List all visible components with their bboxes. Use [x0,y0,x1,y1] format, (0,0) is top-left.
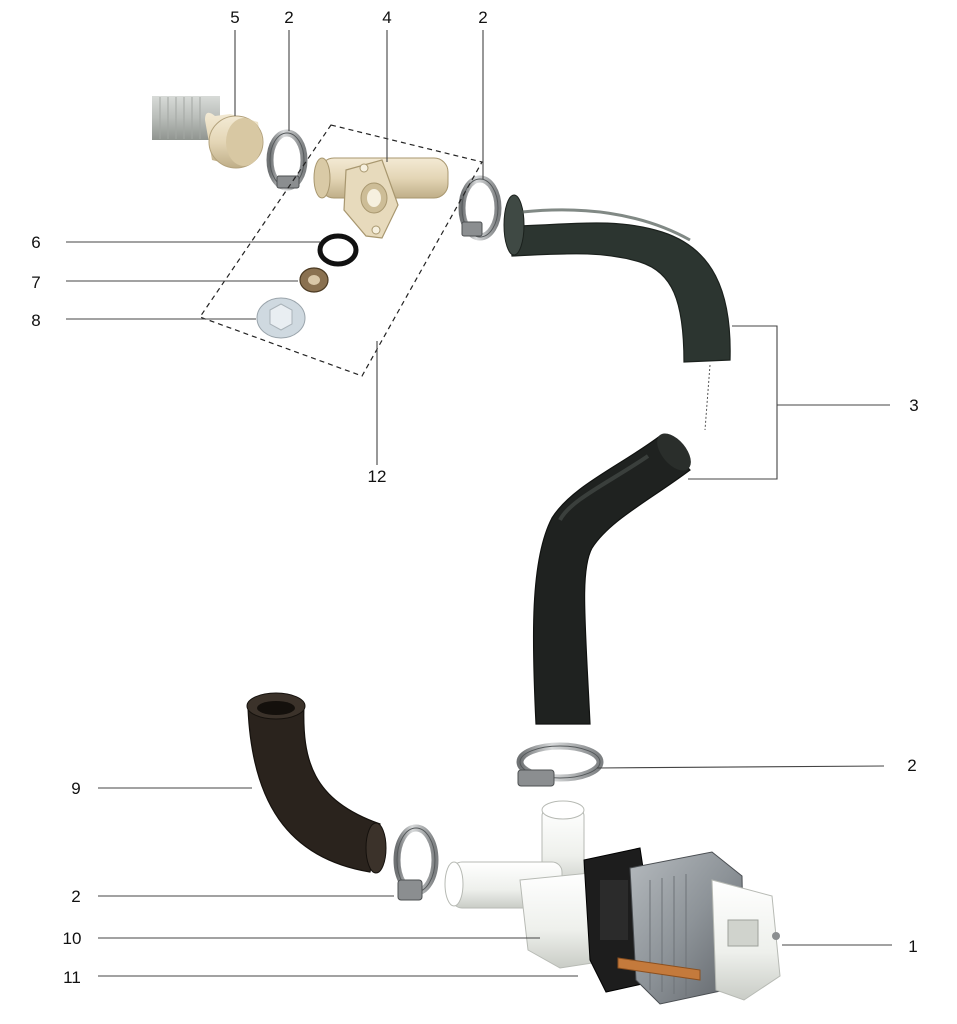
callout-2-b: 2 [478,8,487,27]
callout-3: 3 [909,396,918,415]
part-2-hose-clamp-a [266,129,308,191]
part-2-hose-clamp-b [458,175,502,241]
callout-7: 7 [31,273,40,292]
callout-6: 6 [31,233,40,252]
leader-3 [688,325,778,480]
part-4-t-connector [313,157,449,239]
part-3-upper-elbow-hose [503,194,731,363]
part-7-nut [299,267,329,293]
callout-2-a: 2 [284,8,293,27]
part-3-connection-line [704,364,711,431]
part-12-assembly-outline [199,124,483,377]
leader-lines [66,30,892,977]
callout-8: 8 [31,311,40,330]
part-8-cap [256,297,306,339]
callout-2-c: 2 [907,756,916,775]
part-5-drain-hose [152,96,264,169]
callout-11: 11 [63,968,81,987]
callout-4: 4 [382,8,391,27]
part-2-hose-clamp-d [393,824,439,901]
part-3-lower-bend-hose [532,433,691,725]
part-6-o-ring [317,233,359,267]
part-2-hose-clamp-c [516,742,604,787]
part-9-elbow-hose [246,692,387,874]
leader-2-c [596,765,885,769]
callout-2-d: 2 [71,887,80,906]
callout-9: 9 [71,779,80,798]
callout-labels: 5 2 4 2 6 7 8 12 3 2 9 2 10 11 1 [31,8,918,987]
callout-5: 5 [230,8,239,27]
callout-1: 1 [908,937,917,956]
callout-10: 10 [63,929,82,948]
part-1-drain-pump [444,800,781,1005]
callout-12: 12 [368,467,387,486]
